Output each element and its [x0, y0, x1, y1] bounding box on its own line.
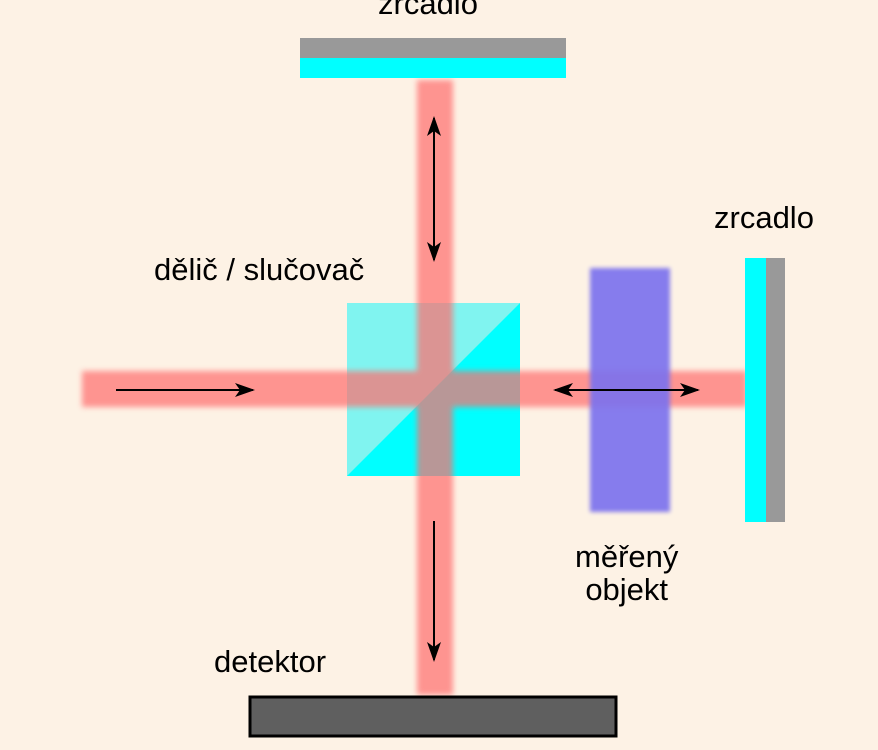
label-measured-object: měřený objekt — [575, 540, 678, 607]
label-mirror-top: zrcadlo — [378, 0, 478, 21]
mirror-top-surface — [300, 58, 566, 78]
label-detector: detektor — [214, 644, 327, 679]
mirror-right — [745, 258, 785, 522]
mirror-right-surface — [745, 258, 766, 522]
label-measured-object-line1: měřený — [575, 539, 679, 574]
label-measured-object-line2: objekt — [585, 572, 669, 608]
label-beam-splitter: dělič / slučovač — [154, 252, 365, 287]
mirror-top — [300, 38, 566, 78]
detector — [248, 695, 618, 738]
mirror-top-backing — [300, 38, 566, 58]
label-mirror-right: zrcadlo — [714, 200, 814, 235]
mirror-right-backing — [766, 258, 785, 522]
